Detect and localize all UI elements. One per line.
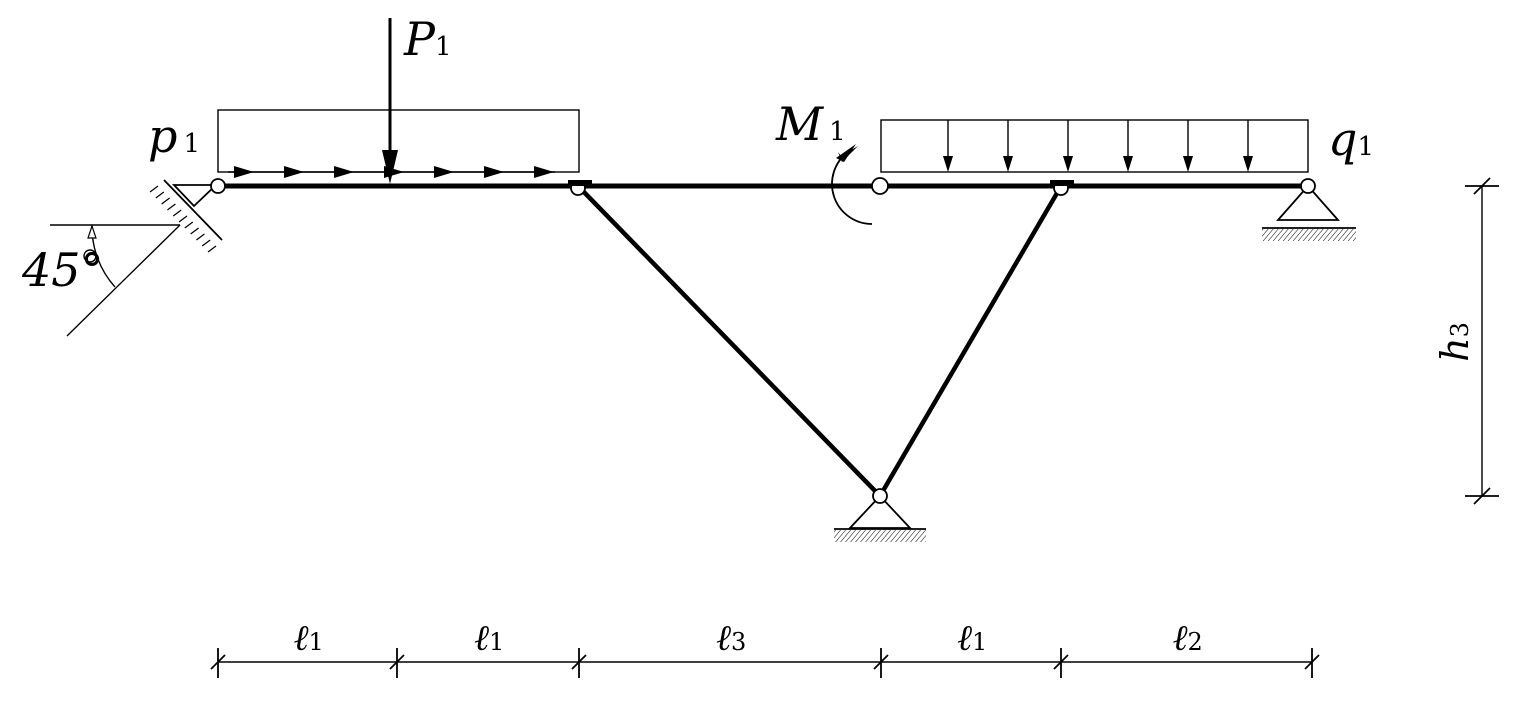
- bottom-pin-support: [834, 494, 926, 542]
- p1-load-arrow: [484, 166, 504, 178]
- dimension-tick: [873, 648, 889, 678]
- p1-load-arrow: [334, 166, 354, 178]
- horizontal-dimension-line: [210, 648, 1320, 678]
- dimension-label: ℓ1: [957, 618, 987, 659]
- dimension-label: ℓ2: [1173, 618, 1203, 659]
- label-P1: P1: [403, 12, 452, 66]
- hinge-middle: [871, 177, 889, 195]
- dimension-label: ℓ3: [716, 618, 746, 659]
- p1-load-arrow: [434, 166, 454, 178]
- hinge-left-end: [210, 178, 226, 194]
- hinge-right-end: [1300, 178, 1316, 194]
- dimension-label: ℓ1: [474, 618, 504, 659]
- left-inclined-support: [50, 179, 223, 337]
- dimension-tick: [1053, 648, 1069, 678]
- right-pin-support: [1262, 184, 1356, 241]
- point-load-P1: [382, 18, 398, 184]
- right-strut: [878, 186, 1062, 498]
- label-angle: 45°: [21, 243, 104, 297]
- moment-M1: [831, 144, 873, 225]
- dimension-tick: [210, 648, 226, 678]
- q1-load-arrow: [1123, 120, 1133, 172]
- q1-load-arrow: [943, 120, 953, 172]
- q1-load-arrow: [1003, 120, 1013, 172]
- q1-load-arrow: [1063, 120, 1073, 172]
- label-q1: q1: [1328, 112, 1374, 166]
- dimension-tick: [1304, 648, 1320, 678]
- p1-load-arrow: [234, 166, 254, 178]
- distributed-load-p1: [217, 109, 580, 178]
- vertical-dimension-h3: [1465, 177, 1499, 505]
- left-strut: [578, 186, 882, 498]
- distributed-load-q1: [880, 119, 1309, 173]
- p1-load-arrow: [534, 166, 554, 178]
- p1-load-arrow: [284, 166, 304, 178]
- hinge-bottom: [872, 488, 888, 504]
- q1-load-arrow: [1183, 120, 1193, 172]
- dimension-tick: [389, 648, 405, 678]
- dimension-label: ℓ1: [294, 618, 324, 659]
- q1-load-arrow: [1243, 120, 1253, 172]
- dimension-tick: [571, 648, 587, 678]
- label-h3: h3: [1433, 322, 1477, 362]
